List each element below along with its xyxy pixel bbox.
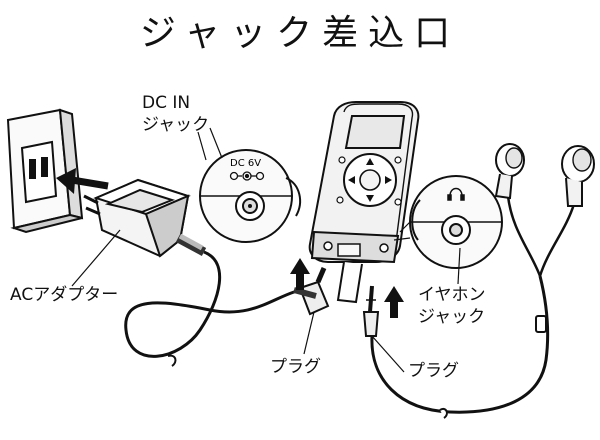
earbud-left (494, 143, 525, 200)
dc-in-jack-label: DC IN ジャック (142, 92, 209, 136)
plug-right-label: プラグ (408, 361, 459, 381)
ac-adapter-illustration (83, 178, 207, 258)
strap-loop (336, 261, 363, 304)
headphone-symbol-icon (447, 187, 465, 201)
earphone-cable (370, 275, 550, 414)
dc-in-zoom: DC 6V (199, 149, 302, 243)
dc-in-label-line2: ジャック (142, 115, 210, 135)
earphone-label-line1: イヤホン (418, 285, 486, 305)
dc-in-label-line1: DC IN (142, 93, 191, 113)
insert-arrow-icon (384, 286, 404, 318)
dc-polarity-icon (229, 171, 265, 181)
ac-adapter-label: ACアダプター (10, 285, 119, 305)
dc-spec-text: DC 6V (230, 158, 261, 169)
insert-arrow-icon (290, 258, 310, 290)
earphone-plug-illustration (362, 285, 380, 337)
earbud-right (561, 145, 595, 207)
adapter-cable (124, 250, 318, 358)
plug-left-label: プラグ (270, 357, 321, 377)
player-device (308, 101, 420, 264)
dc-plug-illustration (293, 267, 330, 316)
diagram-title: ジャック差込口 (139, 13, 461, 54)
earphone-jack-label: イヤホン ジャック (418, 284, 486, 328)
earphone-jack-zoom (409, 175, 503, 269)
earphone-label-line2: ジャック (418, 307, 486, 327)
wall-outlet-icon (6, 108, 84, 234)
insert-arrow-icon (56, 168, 109, 194)
